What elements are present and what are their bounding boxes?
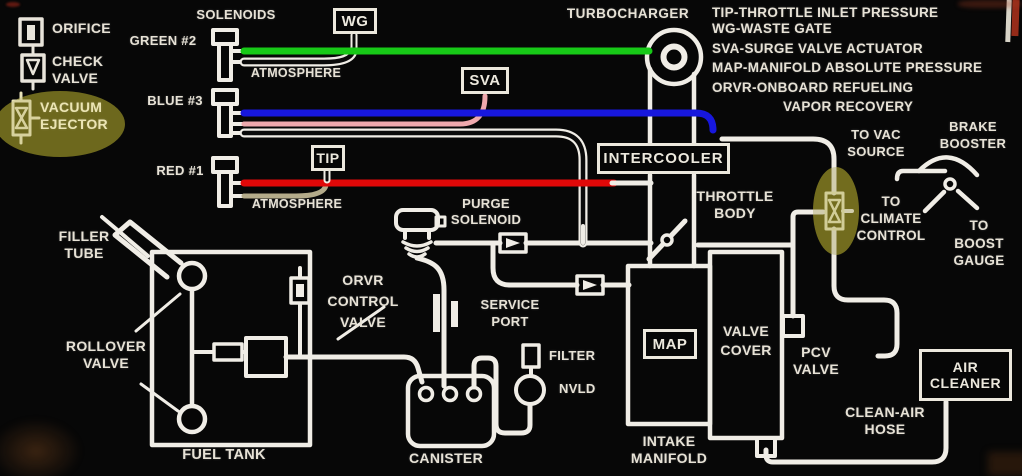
bottom-left-smudge: [0, 418, 82, 476]
sva-box: SVA: [461, 67, 509, 94]
vacuum-distribution: [695, 136, 980, 359]
rollover-valve-label: ROLLOVER VALVE: [65, 338, 147, 371]
abbr-tip: TIP-THROTTLE INLET PRESSURE: [712, 5, 939, 20]
check-valve-b-icon: [575, 274, 605, 296]
top-left-smudge: [6, 2, 20, 7]
highlight-ellipses-over: [0, 91, 859, 255]
tip-box: TIP: [311, 145, 345, 171]
abbr-sva: SVA-SURGE VALVE ACTUATOR: [712, 41, 923, 56]
legend-vacuum-ejector-label: VACUUM EJECTOR: [40, 99, 108, 132]
tank-to-canister-hose: [283, 354, 425, 385]
fuel-tank-label: FUEL TANK: [182, 447, 266, 463]
blue-solenoid-icon: [211, 88, 239, 106]
filter-label: FILTER: [549, 348, 596, 363]
pink-line: [241, 93, 488, 127]
climate-ejector-icon: [824, 191, 845, 231]
filler-tube-label: FILLER TUBE: [58, 228, 110, 261]
manifold-vac-branch: [790, 209, 826, 319]
nvld-icon: [514, 374, 546, 406]
orifice-icon: [18, 17, 44, 47]
service-port-label: SERVICE PORT: [480, 297, 540, 329]
orvr-leader-line: [336, 305, 386, 341]
abbr-map: MAP-MANIFOLD ABSOLUTE PRESSURE: [712, 60, 983, 75]
canister-label: CANISTER: [409, 450, 483, 466]
sva-atmosphere-line: [239, 128, 588, 248]
service-port-icon: [433, 294, 440, 332]
to-climate-control-label: TO CLIMATE CONTROL: [856, 194, 926, 243]
filter-icon: [521, 343, 541, 369]
pcv-valve-label: PCV VALVE: [792, 344, 840, 377]
rollover-valve-top-icon: [176, 260, 208, 292]
clean-air-hose-line: [763, 399, 949, 465]
filler-tube-shape: [112, 219, 184, 280]
vac-source-line: [719, 136, 837, 196]
purge-solenoid-icon: [394, 208, 440, 232]
intercooler-box: INTERCOOLER: [597, 143, 730, 174]
nvld-label: NVLD: [559, 381, 596, 396]
purge-solenoid-label: PURGE SOLENOID: [450, 196, 522, 227]
legend-icons: [11, 17, 845, 231]
blue-solenoid-label: BLUE #3: [147, 93, 203, 108]
to-vac-source-label: TO VAC SOURCE: [847, 127, 905, 159]
top-smudge: [958, 0, 1022, 8]
to-boost-gauge-label: TO BOOST GAUGE: [953, 218, 1005, 268]
green-solenoid-icon: [211, 28, 239, 46]
ejector-vent-line: [831, 226, 900, 359]
atmosphere-label-green: ATMOSPHERE: [250, 66, 342, 80]
fuel-tank-assembly: [100, 215, 425, 448]
canister-circuit: [405, 255, 546, 449]
valve-cover-outline: [707, 249, 785, 441]
tank-orifice-icon: [212, 342, 244, 362]
purge-line-lower: [490, 240, 632, 288]
abbr-orvr2: VAPOR RECOVERY: [783, 99, 914, 114]
atmosphere-label-red: ATMOSPHERE: [251, 197, 343, 211]
throttle-body-label: THROTTLE BODY: [696, 188, 774, 221]
brake-booster-icon: [916, 155, 980, 178]
valve-cover-label: VALVE COVER: [720, 323, 772, 358]
abbr-wg: WG-WASTE GATE: [712, 21, 832, 36]
solenoids-title: SOLENOIDS: [196, 7, 276, 22]
pcv-fitting-icon: [781, 314, 805, 338]
purge-to-canister-hose: [414, 255, 447, 389]
legend-check-valve-label: CHECK VALVE: [52, 53, 104, 86]
purge-circuit: [394, 208, 654, 296]
clean-air-hose-label: CLEAN-AIR HOSE: [845, 404, 925, 437]
solenoid-lines: [211, 28, 717, 248]
rollover-leader-lines: [134, 292, 182, 413]
brake-booster-label: BRAKE BOOSTER: [939, 119, 1007, 151]
rollover-valve-bottom-icon: [176, 403, 208, 435]
air-cleaner-box: AIR CLEANER: [919, 349, 1012, 401]
orvr-control-valve-label: ORVR CONTROL VALVE: [327, 272, 399, 330]
wg-box: WG: [333, 8, 377, 34]
legend-orifice-label: ORIFICE: [52, 20, 111, 36]
vacuum-ejector-icon: [11, 91, 41, 145]
charge-duct: [647, 66, 697, 269]
blue-line: [240, 109, 717, 134]
canister-to-nvld-hose: [471, 355, 533, 436]
red-solenoid-icon: [211, 156, 239, 174]
bottom-right-smudge: [988, 452, 1022, 476]
map-box: MAP: [643, 329, 697, 359]
tank-valve-box: [244, 336, 288, 378]
abbr-orvr: ORVR-ONBOARD REFUELING: [712, 80, 914, 95]
red-solenoid-label: RED #1: [156, 163, 204, 178]
green-solenoid-label: GREEN #2: [129, 33, 197, 48]
turbocharger-label: TURBOCHARGER: [566, 6, 690, 21]
intake-manifold-label: INTAKE MANIFOLD: [630, 433, 708, 466]
tan-line: [241, 182, 329, 199]
check-valve-a-icon: [498, 232, 528, 254]
